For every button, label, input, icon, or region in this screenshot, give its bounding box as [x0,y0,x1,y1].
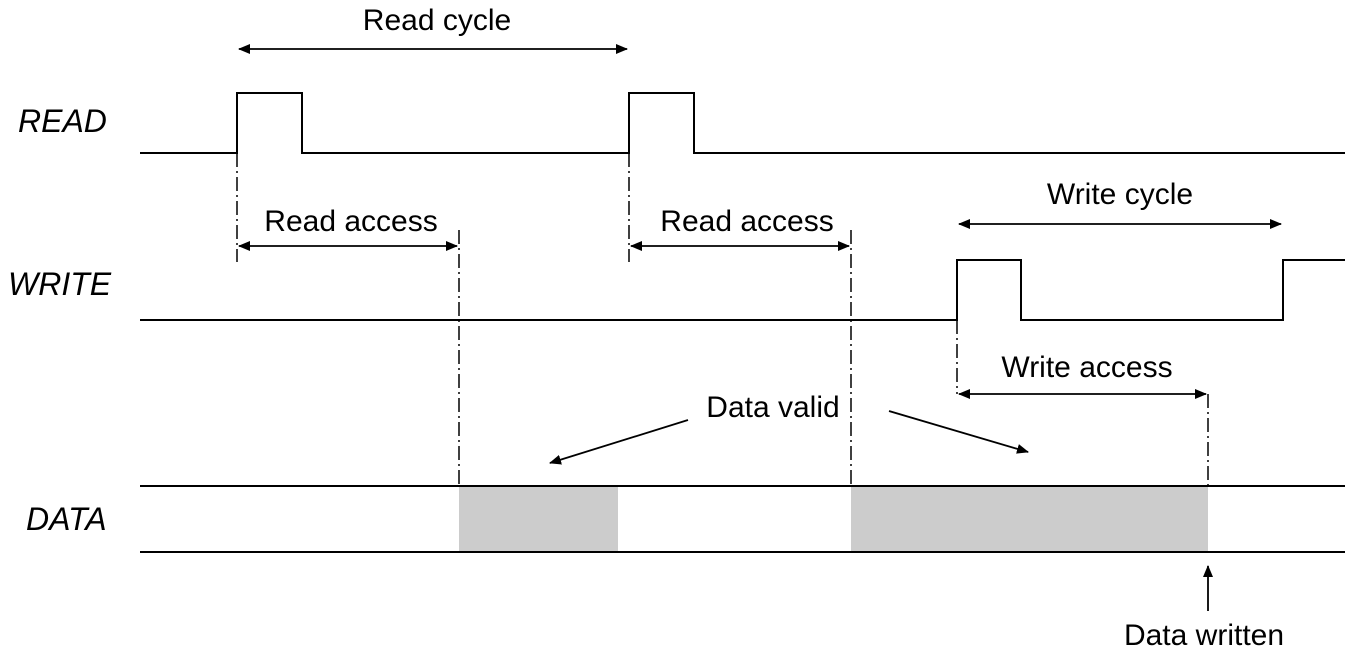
data-valid-pointer-right [888,410,1029,454]
signal-label-data: DATA [26,501,107,537]
data-valid-region-write [851,486,1208,552]
write-access-label: Write access [1001,351,1172,384]
data-valid-label: Data valid [706,391,839,424]
signal-label-write: WRITE [8,266,112,302]
read-access-label-1: Read access [264,205,437,238]
read-cycle-label: Read cycle [363,4,511,37]
write-waveform [140,259,1345,321]
read-access-label-2: Read access [660,205,833,238]
signal-label-read: READ [18,103,107,139]
read-waveform [140,92,1345,154]
write-cycle-label: Write cycle [1047,178,1193,211]
data-written-label: Data written [1124,619,1284,652]
data-valid-region-read-1 [459,486,618,552]
data-valid-pointer-left [549,419,689,465]
